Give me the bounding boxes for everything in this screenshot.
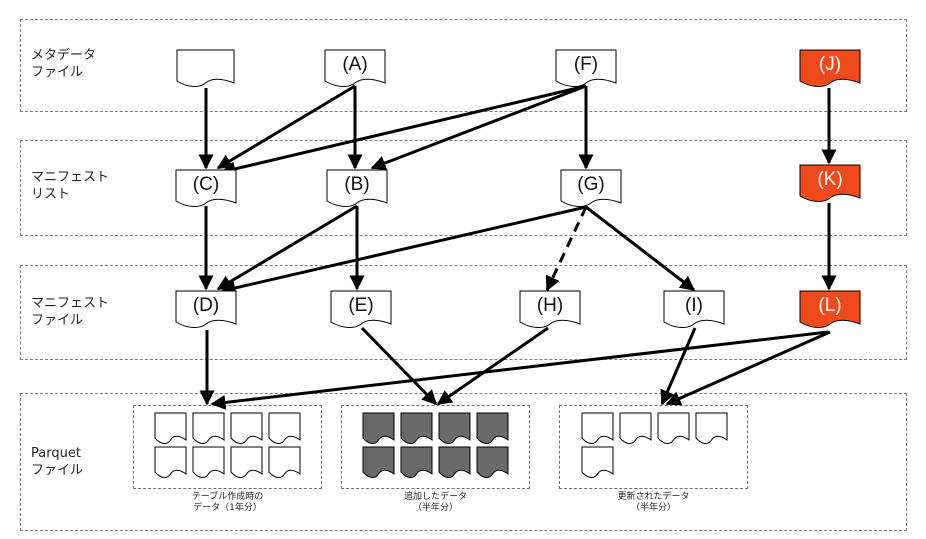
parquet-file-updated-1 <box>581 412 614 444</box>
parquet-file-added-3 <box>438 412 471 444</box>
parquet-layer-label: Parquet ファイル <box>31 446 84 478</box>
edge-g-to-d <box>220 205 587 296</box>
manifest-file-layer-label: マニフェスト ファイル <box>31 296 110 328</box>
parquet-group-initial-caption: テーブル作成時の データ（1年分） <box>191 492 264 513</box>
metadata-file-a <box>324 49 386 87</box>
parquet-file-added-4 <box>476 412 509 444</box>
edge-f-to-c <box>220 84 587 177</box>
parquet-file-initial-8 <box>268 446 301 478</box>
parquet-file-added-7 <box>438 446 471 478</box>
parquet-group-updated <box>559 405 748 489</box>
manifest-file-e <box>330 290 392 328</box>
edge-g-to-h <box>545 206 588 292</box>
metadata-file-j <box>799 49 861 87</box>
parquet-file-added-6 <box>400 446 433 478</box>
edge-l-to-initial <box>210 330 829 410</box>
metadata-layer-label: メタデータ ファイル <box>31 48 97 80</box>
edge-l-to-updated <box>665 330 831 406</box>
parquet-layer <box>20 393 907 531</box>
manifest-file-i <box>663 290 725 328</box>
edge-b-to-d <box>216 204 358 291</box>
parquet-file-updated-3 <box>657 412 690 444</box>
metadata-file-f <box>555 49 617 87</box>
parquet-file-added-1 <box>362 412 395 444</box>
parquet-file-initial-5 <box>154 446 187 478</box>
parquet-group-updated-caption: 更新されたデータ （半年分） <box>617 492 690 513</box>
parquet-file-added-8 <box>476 446 509 478</box>
node-g-label: (G) <box>577 174 605 195</box>
metadata-file-blank <box>176 49 235 87</box>
parquet-file-added-2 <box>400 412 433 444</box>
parquet-group-added-caption: 追加したデータ （半年分） <box>403 492 467 513</box>
edge-i-to-updated <box>660 327 697 406</box>
manifest-list-b <box>326 169 388 207</box>
node-h-label: (H) <box>536 295 564 316</box>
edge-g-to-i <box>585 205 696 292</box>
parquet-file-updated-2 <box>619 412 652 444</box>
parquet-group-added <box>341 405 530 489</box>
node-b-label: (B) <box>344 174 370 195</box>
edge-h-to-added <box>436 326 549 406</box>
node-c-label: (C) <box>192 174 220 195</box>
manifest-file-h <box>519 290 581 328</box>
manifest-list-layer-label: マニフェスト リスト <box>31 170 110 202</box>
node-j-label: (J) <box>818 54 842 75</box>
parquet-group-initial <box>133 405 322 489</box>
parquet-file-initial-1 <box>154 412 187 444</box>
node-a-label: (A) <box>342 54 368 75</box>
edge-e-to-added <box>360 326 438 406</box>
manifest-list-g <box>560 169 622 207</box>
node-k-label: (K) <box>817 169 843 190</box>
parquet-file-initial-2 <box>192 412 225 444</box>
node-l-label: (L) <box>818 295 842 316</box>
node-d-label: (D) <box>192 295 220 316</box>
parquet-file-initial-4 <box>268 412 301 444</box>
edge-f-to-b <box>370 84 587 171</box>
node-i-label: (I) <box>685 295 703 316</box>
node-e-label: (E) <box>348 295 374 316</box>
manifest-file-d <box>175 290 237 328</box>
parquet-file-initial-6 <box>192 446 225 478</box>
metadata-layer <box>20 19 907 112</box>
parquet-file-updated-4 <box>695 412 728 444</box>
parquet-file-updated-5 <box>581 446 614 478</box>
manifest-list-c <box>175 169 237 207</box>
manifest-file-l <box>799 290 861 328</box>
manifest-file-layer <box>20 265 907 360</box>
manifest-list-k <box>799 164 861 202</box>
parquet-file-initial-7 <box>230 446 263 478</box>
parquet-file-added-5 <box>362 446 395 478</box>
parquet-file-initial-3 <box>230 412 263 444</box>
node-f-label: (F) <box>573 54 599 75</box>
edge-a-to-c <box>216 84 356 170</box>
